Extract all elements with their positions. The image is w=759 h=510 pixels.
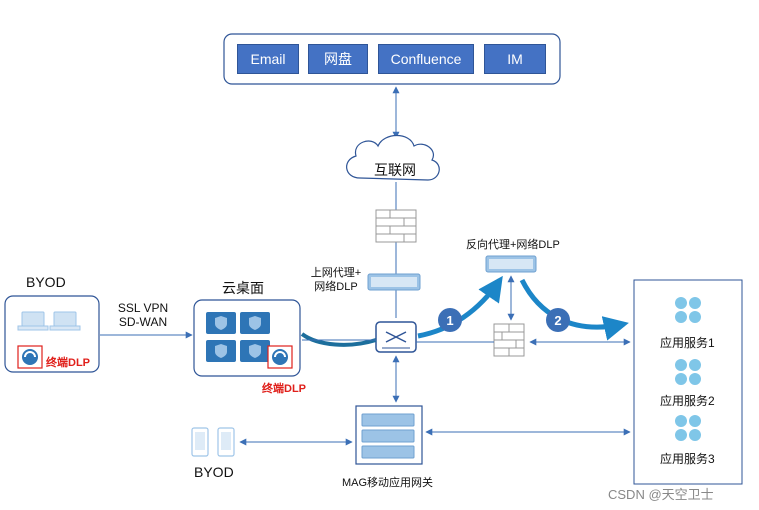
vpn-label: SSL VPN SD-WAN: [112, 301, 174, 329]
app-service-icon: [675, 297, 701, 441]
firewall-top: [375, 209, 417, 243]
proxy-top-label-line1: 上网代理+: [310, 267, 362, 279]
app-service-2-label: 应用服务2: [660, 394, 715, 408]
service-confluence-label: Confluence: [390, 51, 462, 67]
core-switch: [375, 321, 417, 353]
service-email-label: Email: [250, 51, 286, 67]
internet-label: 互联网: [374, 162, 416, 178]
firewall-middle: [493, 323, 525, 357]
proxy-top-label-line2: 网络DLP: [314, 281, 358, 293]
cloud-desktop-dlp-label: 终端DLP: [262, 383, 306, 395]
laptop-icon: [17, 311, 81, 331]
byod-dlp-label: 终端DLP: [46, 357, 90, 369]
service-im: IM: [484, 44, 546, 74]
watermark: CSDN @天空卫士: [608, 487, 714, 502]
vpn-label-line2: SD-WAN: [118, 315, 168, 329]
flow-arrow-1: [417, 275, 503, 339]
reverse-proxy-appliance: [485, 255, 537, 273]
byod-mobile-title: BYOD: [194, 464, 234, 480]
mag-appliance-icons: [361, 413, 415, 459]
apps-container: [633, 279, 743, 485]
vpn-label-line1: SSL VPN: [117, 301, 169, 315]
byod-left-title: BYOD: [26, 274, 66, 290]
app-service-3-label: 应用服务3: [660, 452, 715, 466]
step-badge-2: 2: [546, 308, 570, 332]
service-email: Email: [237, 44, 299, 74]
app-service-1-label: 应用服务1: [660, 336, 715, 350]
cloud-desktop-title: 云桌面: [222, 280, 264, 296]
reverse-proxy-label: 反向代理+网络DLP: [466, 239, 560, 251]
service-netdisk-label: 网盘: [324, 51, 352, 67]
service-netdisk: 网盘: [308, 44, 368, 74]
mag-label: MAG移动应用网关: [342, 477, 434, 489]
desktop-switch-flow: [300, 332, 377, 347]
flow-arrow-2: [519, 278, 629, 341]
step-badge-1: 1: [438, 308, 462, 332]
service-confluence: Confluence: [378, 44, 474, 74]
dlp-agent-icon: [17, 345, 293, 369]
proxy-appliance: [367, 273, 421, 291]
internet-cloud-shape: [346, 134, 440, 181]
proxy-top-label: 上网代理+ 网络DLP: [304, 266, 368, 294]
desktop-monitor-icons: [206, 312, 270, 362]
phone-icon: [191, 427, 235, 457]
service-im-label: IM: [507, 51, 523, 67]
